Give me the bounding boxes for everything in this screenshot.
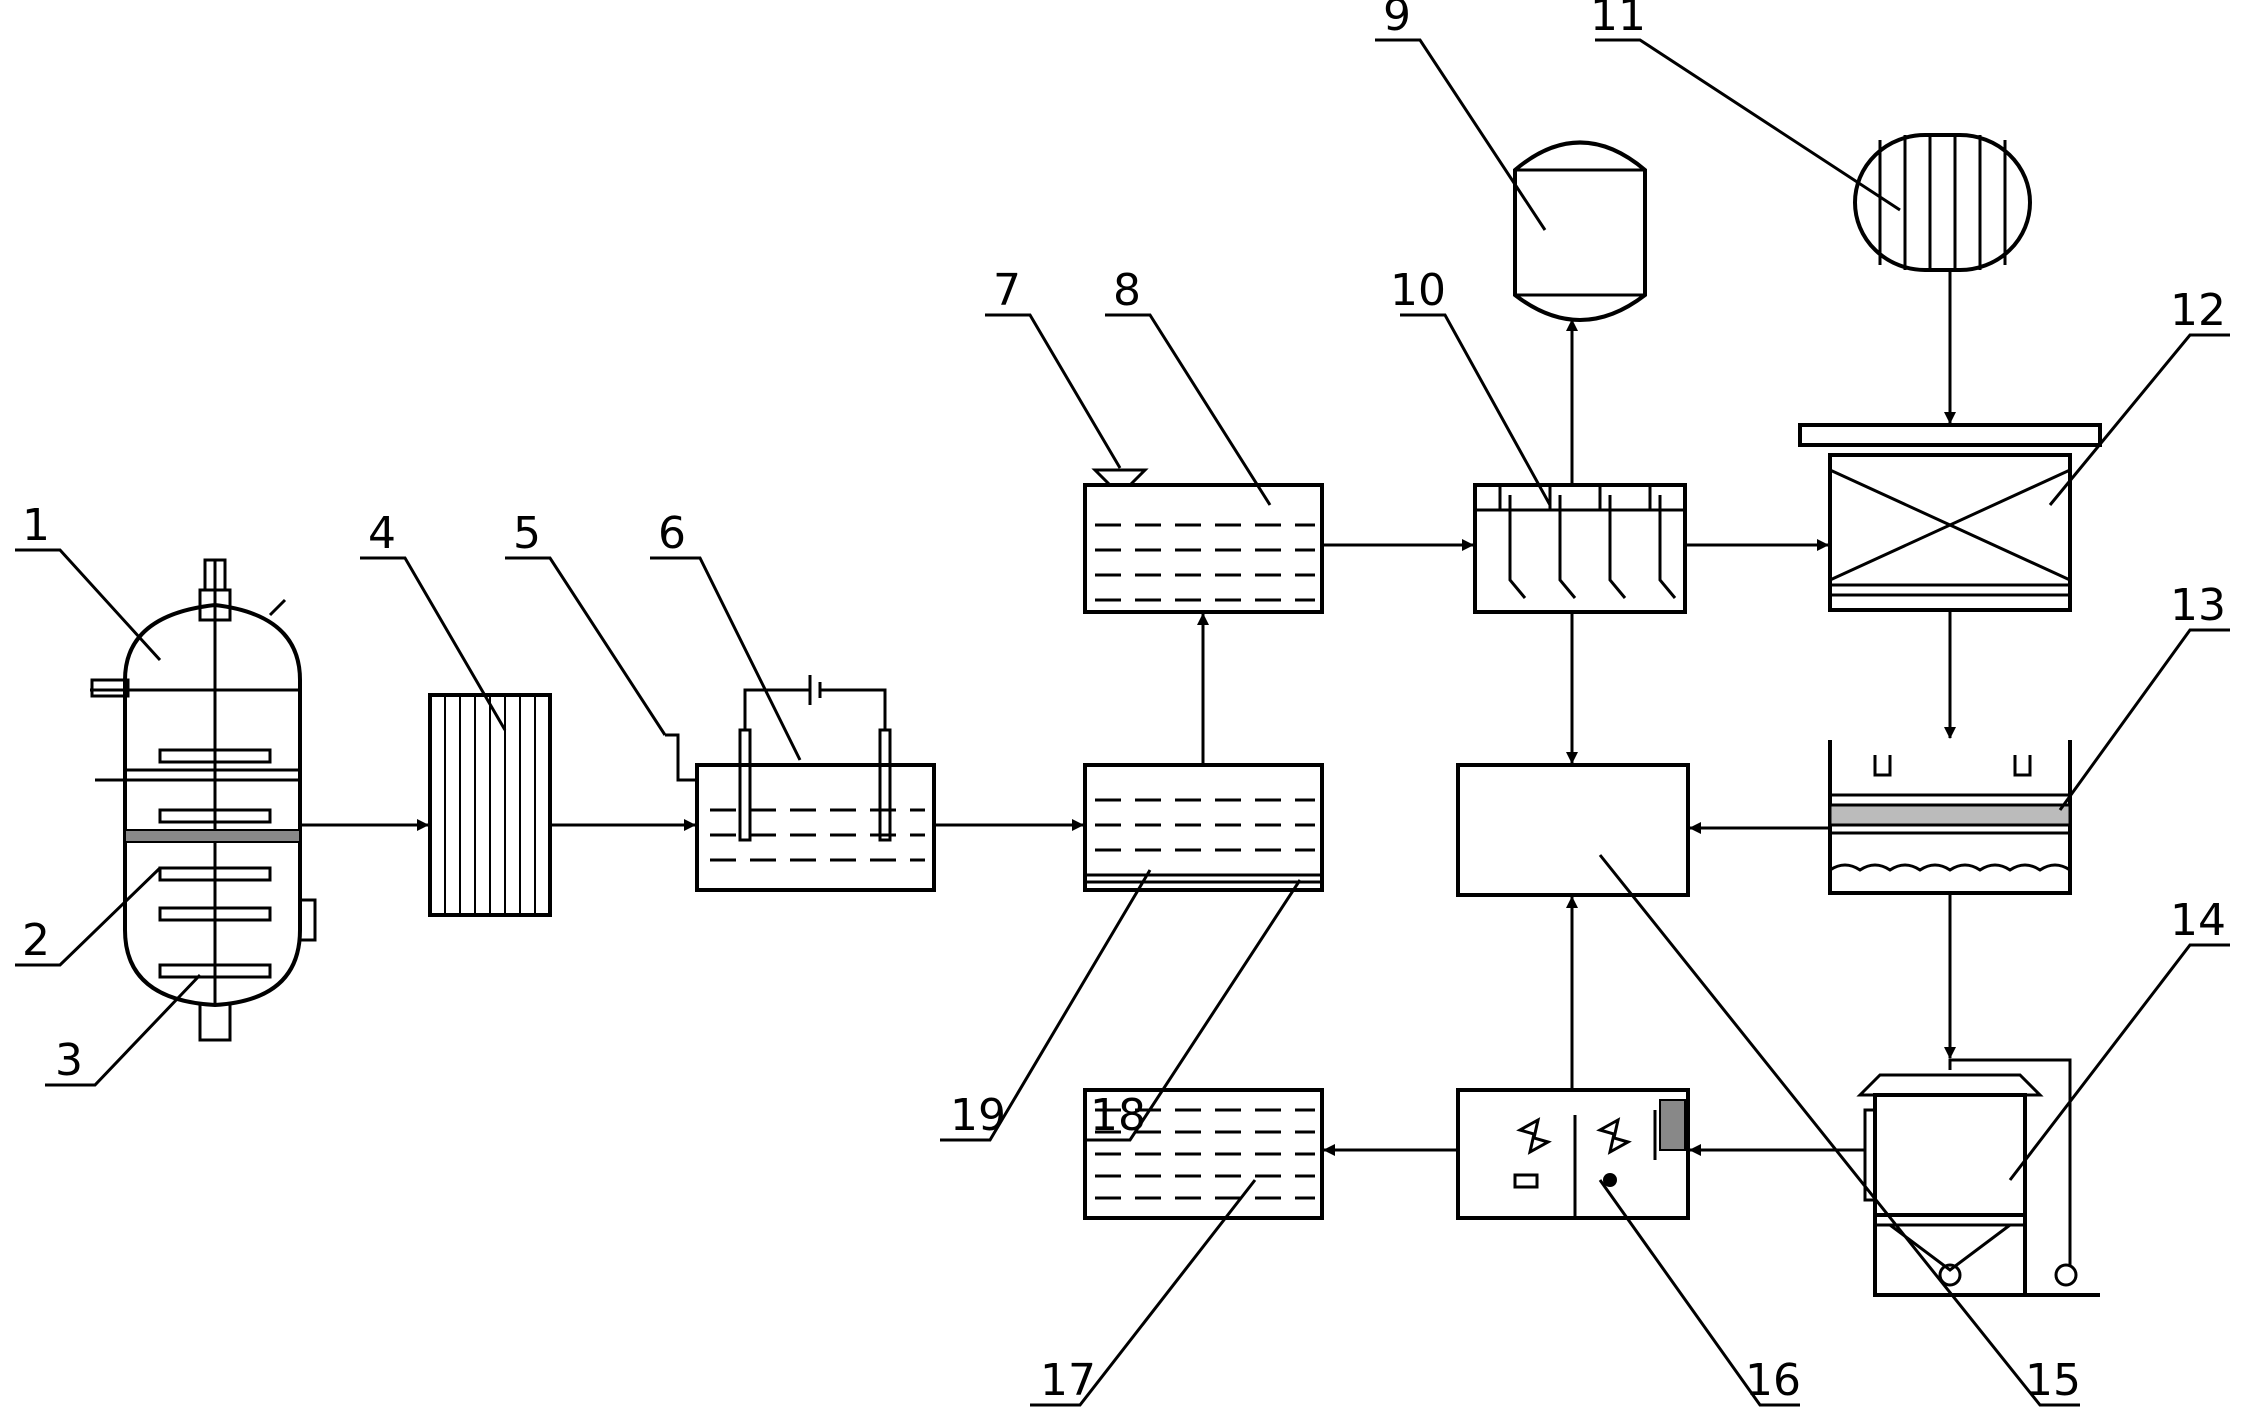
label-14: 14 — [2170, 895, 2226, 946]
filter-13 — [1828, 740, 2072, 895]
label-11: 11 — [1590, 0, 1646, 41]
label-5: 5 — [513, 508, 541, 559]
label-15: 15 — [2025, 1355, 2081, 1406]
leader-lines — [15, 38, 2230, 1407]
electrolysis-tank-6 — [665, 675, 936, 892]
reactor-vessel-1 — [90, 558, 317, 1042]
filter-press-4 — [428, 693, 552, 917]
sedimentation-tank-19 — [1083, 763, 1324, 892]
label-7: 7 — [993, 265, 1021, 316]
label-12: 12 — [2170, 285, 2226, 336]
cooling-tower-12 — [1798, 423, 2102, 612]
label-3: 3 — [55, 1035, 83, 1086]
label-9: 9 — [1383, 0, 1411, 41]
product-tank-17 — [1083, 1088, 1324, 1220]
separator-10 — [1473, 483, 1687, 614]
dryer-14 — [1856, 1058, 2100, 1297]
label-18: 18 — [1090, 1090, 1146, 1141]
collection-box-15 — [1456, 763, 1690, 897]
label-16: 16 — [1745, 1355, 1801, 1406]
label-10: 10 — [1390, 265, 1446, 316]
flow-lines — [300, 270, 1956, 1156]
crystallizer-16 — [1456, 1088, 1690, 1220]
dosing-tank-8 — [1083, 468, 1324, 614]
storage-tank-9 — [1513, 140, 1647, 322]
label-1: 1 — [22, 500, 50, 551]
part-labels: 1 2 3 4 5 6 7 8 9 10 11 12 13 14 15 16 1… — [22, 0, 2226, 1406]
drum-11 — [1853, 133, 2032, 272]
label-17: 17 — [1040, 1355, 1096, 1406]
label-4: 4 — [368, 508, 396, 559]
label-6: 6 — [658, 508, 686, 559]
label-13: 13 — [2170, 580, 2226, 631]
label-8: 8 — [1113, 265, 1141, 316]
label-2: 2 — [22, 915, 50, 966]
label-19: 19 — [950, 1090, 1006, 1141]
